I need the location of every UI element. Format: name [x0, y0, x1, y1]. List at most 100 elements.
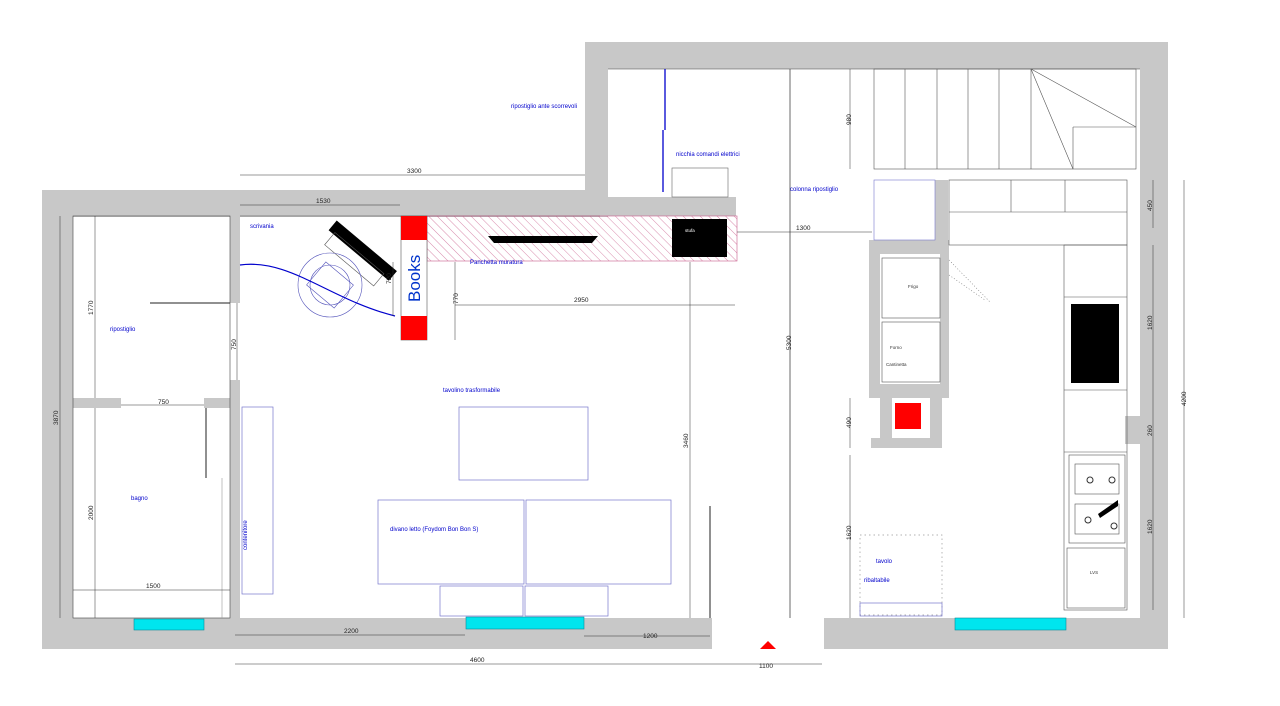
kitchen-column-top — [869, 240, 949, 254]
dim-1620-lower: 1620 — [1147, 519, 1154, 534]
niche-box — [671, 167, 729, 198]
dim-490: 490 — [846, 417, 853, 428]
lvs-box — [1066, 547, 1126, 609]
dim-2950: 2950 — [574, 297, 589, 304]
hob-handle — [1098, 500, 1118, 518]
dim-770: 770 — [453, 293, 460, 304]
label-tavolo: tavolo — [876, 559, 893, 565]
books-label: Books — [405, 255, 424, 302]
label-colonna: colonna ripostiglio — [790, 187, 839, 193]
label-nicchia: nicchia comandi elettrici — [676, 152, 740, 158]
partition-wall-a — [230, 216, 240, 303]
divano-right — [525, 499, 672, 585]
label-ribaltabile: ribaltabile — [864, 578, 890, 584]
dim-260: 260 — [1147, 425, 1154, 436]
label-lvs: LVS — [1090, 570, 1098, 575]
kitchen-counter — [1063, 244, 1128, 611]
windows — [133, 616, 1067, 631]
dim-1200: 1200 — [643, 633, 658, 640]
hob-burner-2 — [1108, 476, 1116, 484]
dim-2200: 2200 — [344, 628, 359, 635]
dim-750-horizontal: 750 — [158, 399, 169, 406]
label-cantinetta: Cantinetta — [886, 362, 907, 367]
dim-3300: 3300 — [407, 168, 422, 175]
stove-pillar-base — [871, 438, 942, 448]
label-scrivania: scrivania — [250, 224, 274, 230]
dim-1300: 1300 — [796, 225, 811, 232]
dim-450: 450 — [1147, 200, 1154, 211]
entrance-marker — [760, 641, 776, 649]
bagno-wall-left — [73, 398, 121, 408]
top-wall-lower — [42, 190, 608, 217]
label-contenitore: contenitore — [243, 520, 249, 550]
right-wall — [1140, 42, 1168, 649]
stufa-block — [672, 219, 727, 257]
fridge-door-swing — [948, 259, 991, 303]
contenitore-box — [241, 406, 274, 595]
dimension-lines — [59, 69, 1185, 665]
dim-720: 720 — [386, 273, 393, 284]
books-top-cap — [401, 216, 427, 240]
window-bagno — [133, 618, 205, 631]
label-forno: Forno — [890, 345, 902, 350]
right-wall-recess — [1128, 228, 1140, 416]
top-wall-upper — [585, 42, 1168, 69]
divano-left — [377, 499, 525, 585]
window-living — [465, 616, 585, 630]
kitchen — [873, 179, 1128, 611]
tavolo-dashed — [859, 534, 943, 616]
left-wall — [42, 190, 73, 649]
partition-wall-b — [230, 380, 240, 618]
dim-1770: 1770 — [88, 300, 95, 315]
bagno-wall-right — [204, 398, 232, 408]
hob-burner-3 — [1084, 516, 1092, 524]
kitchen-column-left — [869, 254, 880, 384]
dim-980: 980 — [846, 114, 853, 125]
colonna-box — [873, 179, 936, 241]
hob-burner-4 — [1110, 522, 1118, 530]
hob — [1068, 454, 1126, 544]
dim-1530: 1530 — [316, 198, 331, 205]
staircase — [873, 68, 1137, 170]
label-ripostiglio-ante: ripostiglio ante scorrevoli — [511, 104, 577, 110]
books-bottom-cap — [401, 316, 427, 340]
dim-750-vertical: 750 — [231, 339, 238, 350]
stove-pillar-left — [880, 398, 892, 438]
right-wall-pier — [1125, 416, 1140, 444]
label-ripostiglio: ripostiglio — [110, 327, 136, 333]
label-bagno: bagno — [131, 496, 148, 502]
bench-shelf — [488, 236, 598, 243]
stufa-label: stufa — [685, 228, 695, 233]
label-frigo: Frigo — [908, 284, 919, 289]
kitchen-column-bottom — [869, 384, 949, 398]
window-kitchen — [954, 617, 1067, 631]
hob-burner-1 — [1086, 476, 1094, 484]
dim-4600: 4600 — [470, 657, 485, 664]
right-wall-recess-b — [1128, 444, 1140, 618]
forno-box — [881, 321, 941, 383]
dim-5300: 5300 — [786, 335, 793, 350]
tavolino-box — [458, 406, 589, 481]
divano-footrest-left — [439, 585, 524, 617]
divano-footrest-right — [524, 585, 609, 617]
dim-4200: 4200 — [1181, 391, 1188, 406]
oven-black — [1071, 304, 1119, 383]
colonna-wall — [935, 180, 948, 242]
kitchen-column-right — [940, 254, 949, 384]
desk-and-chair — [239, 220, 397, 318]
frigo-box — [881, 257, 941, 319]
dim-1620-left: 1620 — [846, 525, 853, 540]
label-tavolino: tavolino trasformabile — [443, 388, 501, 394]
dim-2000: 2000 — [88, 505, 95, 520]
upper-left-wall — [585, 42, 608, 197]
stove-red — [895, 403, 921, 429]
dim-3460: 3460 — [683, 433, 690, 448]
label-panchetta: Panchetta muratura — [470, 260, 523, 266]
dim-1100: 1100 — [759, 663, 773, 670]
living-furniture — [377, 406, 672, 617]
label-divano: divano letto (Foydom Bon Bon S) — [390, 527, 478, 533]
dim-1620-upper: 1620 — [1147, 315, 1154, 330]
niche-wall — [600, 197, 736, 216]
tavolo-folded — [859, 602, 943, 617]
upper-cabinets — [948, 179, 1128, 246]
